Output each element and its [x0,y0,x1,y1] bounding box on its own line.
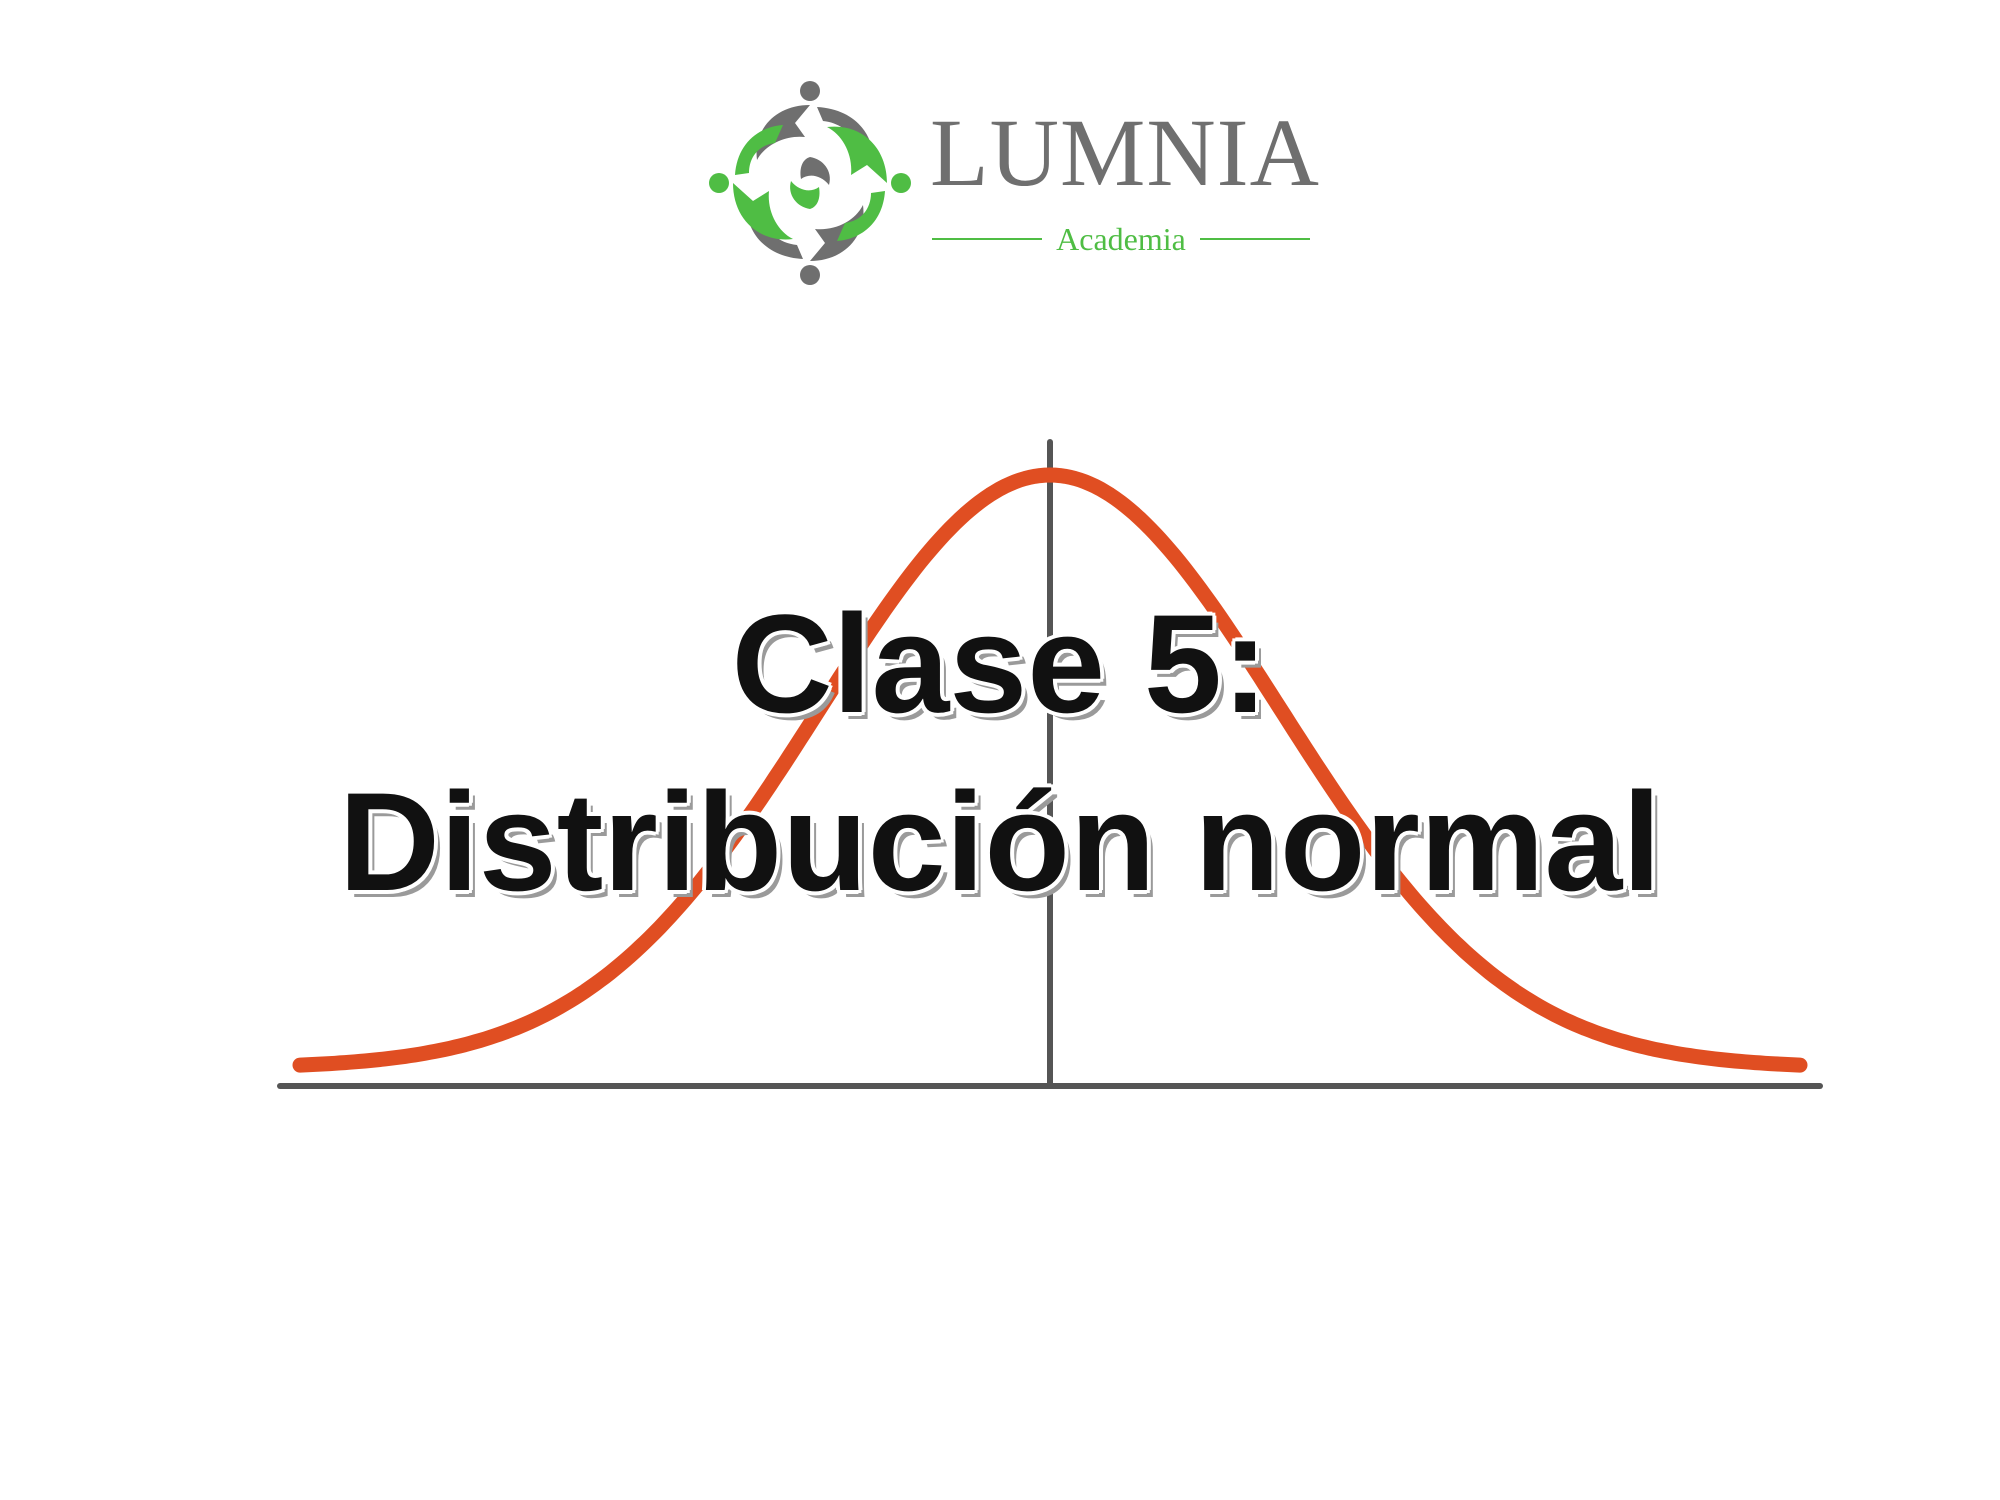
people-circle-arrows-icon [709,81,911,285]
title-line-1: Clase 5: [731,585,1269,742]
lumnia-logo: LUMNIA Academia [705,75,1325,290]
brand-subtitle: Academia [1056,220,1186,257]
bell-curve [292,467,1808,1073]
subtitle-left-rule [932,238,1043,240]
title-line-2: Distribución normal [338,763,1662,920]
page-title: Clase 5: Distribución normal [0,575,2000,931]
brand-name: LUMNIA [930,99,1320,206]
subtitle-right-rule [1199,238,1311,240]
brand-subtitle-row: Academia [932,217,1311,261]
